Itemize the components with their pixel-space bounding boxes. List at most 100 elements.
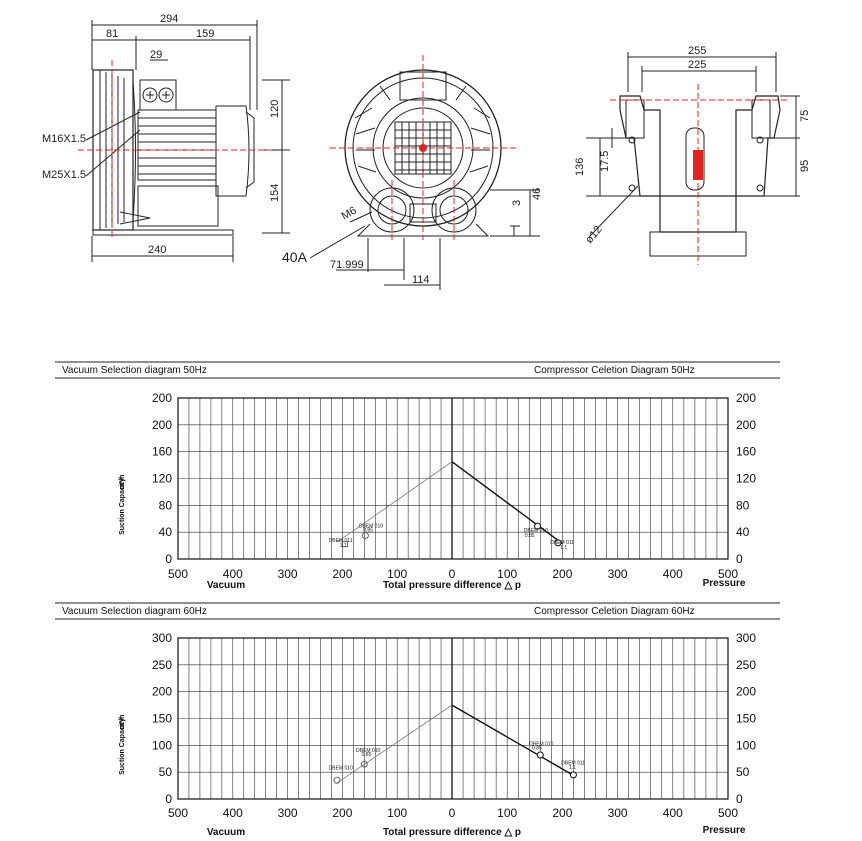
chart1-x-label-left: Vacuum xyxy=(207,580,245,591)
dim-225: 225 xyxy=(688,59,706,71)
chart2-x-tick-right: 300 xyxy=(608,806,628,820)
dim-gap: 29 xyxy=(150,49,162,61)
front-view-center-mark xyxy=(419,144,427,152)
chart2-annotation: DBEM 011 xyxy=(561,761,585,767)
chart2-x-tick-right: 200 xyxy=(552,806,572,820)
chart1-x-tick-right: 200 xyxy=(552,567,572,581)
chart1-left-title: Vacuum Selection diagram 50Hz xyxy=(62,365,207,376)
dim-overall-width: 294 xyxy=(160,13,178,25)
chart2-x-tick-left: 500 xyxy=(168,806,188,820)
dim-body-width: 159 xyxy=(196,28,214,40)
chart2-annotation: DBEM 010 xyxy=(529,741,553,747)
chart1-x-tick-right: 300 xyxy=(608,567,628,581)
chart1-annotation: DBEM 011 xyxy=(329,538,353,544)
chart1-annotation: DBEM 010 xyxy=(359,523,383,529)
chart1-point-left xyxy=(361,532,369,540)
chart1-annotation: DBEM 011 xyxy=(550,540,574,546)
chart1-y-tick-left: 80 xyxy=(159,498,173,512)
chart2-y-tick-left: 200 xyxy=(152,685,172,699)
chart1-annotation: 0.85 xyxy=(363,527,373,533)
chart1-y-tick-left: 160 xyxy=(152,445,172,459)
chart1-annotation: 1.1 xyxy=(560,545,567,551)
chart1-point-right xyxy=(534,522,542,530)
chart2-x-tick-right: 400 xyxy=(663,806,683,820)
chart2-plot-frame xyxy=(177,637,729,800)
dim-offset-left: 81 xyxy=(106,28,118,40)
chart1-point-right xyxy=(554,539,562,547)
chart1-x-tick-left: 400 xyxy=(223,567,243,581)
side-view-centerlines xyxy=(78,60,272,240)
chart1-y-tick-left: 120 xyxy=(152,472,172,486)
dim-height-lower: 154 xyxy=(269,184,281,202)
chart2-annotation: 1.1 xyxy=(569,765,576,771)
chart2-point-left xyxy=(360,760,368,768)
chart1-y-unit: m³/h xyxy=(119,475,126,490)
chart2-left-title: Vacuum Selection diagram 60Hz xyxy=(62,606,207,617)
dim-17-5: 17.5 xyxy=(599,151,611,172)
chart1-x-tick-left: 100 xyxy=(387,567,407,581)
dim-95: 95 xyxy=(799,160,811,172)
chart1-y-tick-left: 40 xyxy=(159,525,173,539)
chart2-x-tick-left: 300 xyxy=(278,806,298,820)
chart2-y-tick-right: 0 xyxy=(736,792,743,806)
chart1-annotation: DBEM 010 xyxy=(524,528,548,534)
end-view-red-slot xyxy=(693,150,703,180)
chart2-x-tick-right: 100 xyxy=(497,806,517,820)
chart2-y-tick-right: 100 xyxy=(736,738,756,752)
thread-small-label: M25X1.5 xyxy=(42,169,86,181)
dim-46: 46 xyxy=(531,188,543,200)
chart2-x-label-center: Total pressure difference △ p xyxy=(383,827,521,838)
dim-base-width: 240 xyxy=(148,244,166,256)
chart1-y-tick-right: 200 xyxy=(736,391,756,405)
chart2-annotation: DBEM 010 xyxy=(356,748,380,754)
chart1-x-tick-left: 300 xyxy=(278,567,298,581)
chart2-annotation: DBEM 010 xyxy=(329,765,353,771)
chart1-x-tick-left: 500 xyxy=(168,567,188,581)
technical-drawing: 294 81 29 159 120 154 240 M16X1.5 M25X1.… xyxy=(42,13,811,290)
chart1-point-left xyxy=(342,541,349,548)
thread-large-label: M16X1.5 xyxy=(42,133,86,145)
chart1-y-tick-right: 0 xyxy=(736,552,743,566)
chart2-y-tick-left: 50 xyxy=(159,765,173,779)
dim-255: 255 xyxy=(688,45,706,57)
chart2-point-right xyxy=(536,751,544,759)
chart1-series-left xyxy=(336,461,453,543)
dim-75: 75 xyxy=(799,110,811,122)
chart2-x-tick-left: 100 xyxy=(387,806,407,820)
chart2-y-tick-left: 250 xyxy=(152,658,172,672)
chart1-x-tick-right: 400 xyxy=(663,567,683,581)
chart1-y-tick-right: 200 xyxy=(736,418,756,432)
chart1-y-tick-right: 80 xyxy=(736,498,750,512)
dim-114: 114 xyxy=(412,274,430,286)
chart2-y-tick-left: 300 xyxy=(152,631,172,645)
end-view xyxy=(586,52,800,257)
chart2-x-tick-left: 400 xyxy=(223,806,243,820)
chart2-x-label-left: Vacuum xyxy=(207,827,245,838)
chart2-annotation: 0.85 xyxy=(532,746,542,752)
chart2-x-tick-left: 0 xyxy=(449,806,456,820)
chart2-y-tick-right: 150 xyxy=(736,712,756,726)
chart2-x-tick-right: 500 xyxy=(718,806,738,820)
dim-height-upper: 120 xyxy=(269,100,281,118)
chart1-annotation: 0.85 xyxy=(525,533,535,539)
chart2-y-unit: m³/h xyxy=(119,715,126,730)
chart1-x-label-center: Total pressure difference △ p xyxy=(383,580,521,591)
chart2-y-tick-left: 0 xyxy=(165,792,172,806)
chart1-y-tick-left: 200 xyxy=(152,418,172,432)
model-label: 40A xyxy=(282,249,308,265)
chart1-plot-frame xyxy=(177,397,729,560)
chart2-y-tick-right: 200 xyxy=(736,685,756,699)
chart2-y-tick-left: 150 xyxy=(152,712,172,726)
chart2-y-tick-right: 250 xyxy=(736,658,756,672)
chart2-point-right xyxy=(569,771,577,779)
chart1-y-tick-right: 40 xyxy=(736,525,750,539)
chart1-x-tick-left: 0 xyxy=(449,567,456,581)
chart2-series-right xyxy=(451,704,574,776)
chart1-y-tick-right: 160 xyxy=(736,445,756,459)
chart1-y-label: Suction Capacity xyxy=(119,478,126,535)
chart2-point-left xyxy=(333,776,341,784)
chart1-x-label-right: Pressure xyxy=(703,578,746,589)
chart1-right-title: Compressor Celetion Diagram 50Hz xyxy=(534,365,695,376)
chart1-series-right xyxy=(451,461,563,545)
